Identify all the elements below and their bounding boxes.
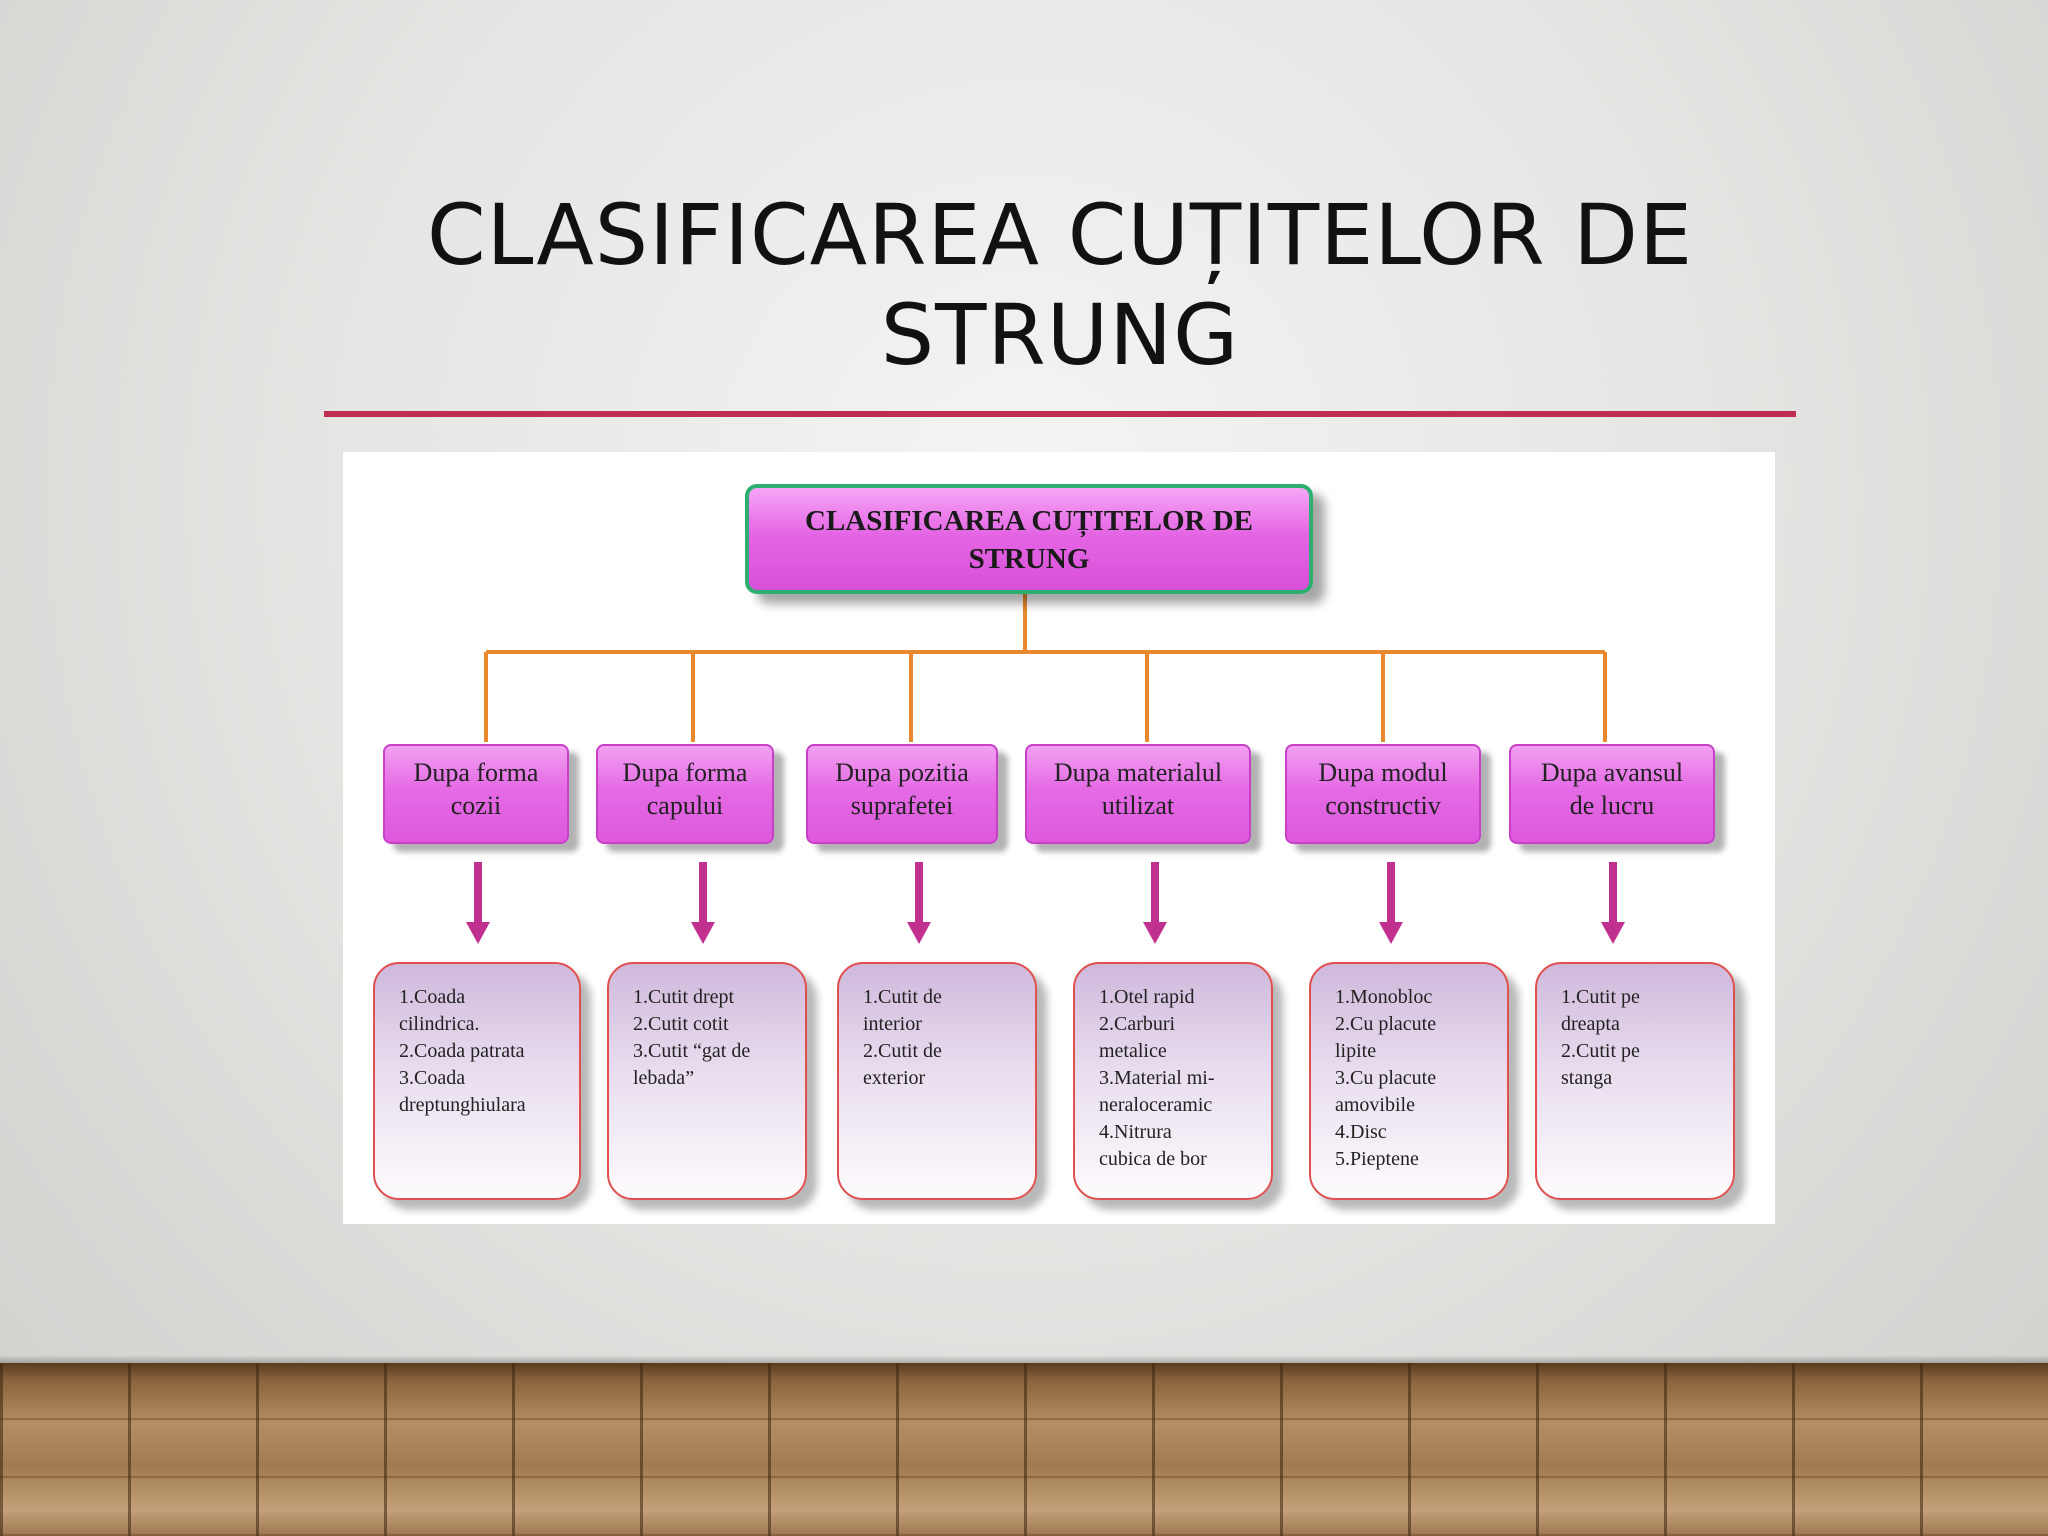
- leaf-list-surface-position: 1.Cutit de interior 2.Cutit de exterior: [837, 962, 1037, 1200]
- list-item: 3.Coada: [399, 1067, 466, 1089]
- category-label-line-1: Dupa avansul: [1540, 758, 1684, 787]
- list-item: 5.Pieptene: [1335, 1148, 1419, 1170]
- down-arrow-head: [691, 922, 715, 944]
- list-item: 3.Material mi-: [1099, 1067, 1215, 1089]
- category-label-line-2: de lucru: [1569, 791, 1655, 820]
- down-arrow-shaft: [1151, 862, 1159, 924]
- down-arrow-head: [1143, 922, 1167, 944]
- category-label-line-2: capului: [646, 791, 724, 820]
- classification-diagram: CLASIFICAREA CUȚITELOR DE STRUNG Dupa fo…: [343, 452, 1775, 1224]
- list-item: exterior: [863, 1067, 926, 1089]
- category-label-line-2: constructiv: [1325, 791, 1441, 820]
- list-item: 1.Coada: [399, 986, 466, 1008]
- list-item: dreapta: [1561, 1013, 1620, 1035]
- down-arrow-head: [1601, 922, 1625, 944]
- list-item: lipite: [1335, 1040, 1377, 1062]
- slide-title-line-2: STRUNG: [880, 286, 1240, 384]
- root-node-line-1: CLASIFICAREA CUȚITELOR DE: [805, 505, 1253, 537]
- list-item: stanga: [1561, 1067, 1613, 1089]
- category-node-feed-direction: Dupa avansul de lucru: [1509, 744, 1715, 844]
- category-label-line-1: Dupa forma: [413, 758, 539, 787]
- list-item: 1.Cutit drept: [633, 986, 735, 1008]
- root-node: CLASIFICAREA CUȚITELOR DE STRUNG: [745, 484, 1313, 594]
- leaf-list-head-shape: 1.Cutit drept 2.Cutit cotit 3.Cutit “gat…: [607, 962, 807, 1200]
- list-item: 2.Carburi: [1099, 1013, 1176, 1035]
- list-item: 1.Cutit pe: [1561, 986, 1640, 1008]
- down-arrow-shaft: [1387, 862, 1395, 924]
- list-item: 1.Otel rapid: [1099, 986, 1195, 1008]
- list-item: 3.Cu placute: [1335, 1067, 1437, 1089]
- down-arrow-head: [1379, 922, 1403, 944]
- list-item: cilindrica.: [399, 1013, 480, 1035]
- list-item: 3.Cutit “gat de: [633, 1040, 751, 1062]
- slide-title-line-1: CLASIFICAREA CUȚITELOR DE: [426, 186, 1694, 284]
- down-arrow-shaft: [915, 862, 923, 924]
- title-divider: [324, 411, 1796, 417]
- list-item: 2.Cutit cotit: [633, 1013, 729, 1035]
- list-item: amovibile: [1335, 1094, 1415, 1116]
- root-node-line-2: STRUNG: [968, 543, 1090, 575]
- category-node-surface-position: Dupa pozitia suprafetei: [806, 744, 998, 844]
- list-item: 4.Disc: [1335, 1121, 1387, 1143]
- category-label-line-1: Dupa forma: [622, 758, 748, 787]
- list-item: 1.Monobloc: [1335, 986, 1433, 1008]
- category-label-line-1: Dupa materialul: [1053, 758, 1223, 787]
- category-label-line-1: Dupa modul: [1318, 758, 1448, 787]
- list-item: 2.Cutit pe: [1561, 1040, 1640, 1062]
- list-item: metalice: [1099, 1040, 1167, 1062]
- down-arrow-head: [466, 922, 490, 944]
- list-item: cubica de bor: [1099, 1148, 1207, 1170]
- diagram-connectors: [466, 594, 1625, 944]
- leaf-list-construction: 1.Monobloc 2.Cu placute lipite 3.Cu plac…: [1309, 962, 1509, 1200]
- list-item: 1.Cutit de: [863, 986, 942, 1008]
- slide-title: CLASIFICAREA CUȚITELOR DE STRUNG: [300, 185, 1820, 385]
- category-label-line-2: cozii: [450, 791, 502, 820]
- leaf-list-tail-shape: 1.Coada cilindrica. 2.Coada patrata 3.Co…: [373, 962, 581, 1200]
- down-arrow-shaft: [699, 862, 707, 924]
- leaf-list-feed-direction: 1.Cutit pe dreapta 2.Cutit pe stanga: [1535, 962, 1735, 1200]
- category-node-material: Dupa materialul utilizat: [1025, 744, 1251, 844]
- list-item: 2.Cutit de: [863, 1040, 942, 1062]
- category-node-tail-shape: Dupa forma cozii: [383, 744, 569, 844]
- down-arrow-shaft: [1609, 862, 1617, 924]
- category-node-head-shape: Dupa forma capului: [596, 744, 774, 844]
- category-label-line-2: suprafetei: [850, 791, 954, 820]
- down-arrow-shaft: [474, 862, 482, 924]
- wooden-floor: [0, 1363, 2048, 1536]
- category-label-line-2: utilizat: [1101, 791, 1175, 820]
- list-item: 4.Nitrura: [1099, 1121, 1172, 1143]
- list-item: lebada”: [633, 1067, 695, 1089]
- list-item: interior: [863, 1013, 922, 1035]
- list-item: 2.Cu placute: [1335, 1013, 1437, 1035]
- list-item: 2.Coada patrata: [399, 1040, 525, 1062]
- leaf-list-material: 1.Otel rapid 2.Carburi metalice 3.Materi…: [1073, 962, 1273, 1200]
- category-label-line-1: Dupa pozitia: [835, 758, 969, 787]
- list-item: neraloceramic: [1099, 1094, 1213, 1116]
- list-item: dreptunghiulara: [399, 1094, 526, 1116]
- down-arrow-head: [907, 922, 931, 944]
- category-node-construction: Dupa modul constructiv: [1285, 744, 1481, 844]
